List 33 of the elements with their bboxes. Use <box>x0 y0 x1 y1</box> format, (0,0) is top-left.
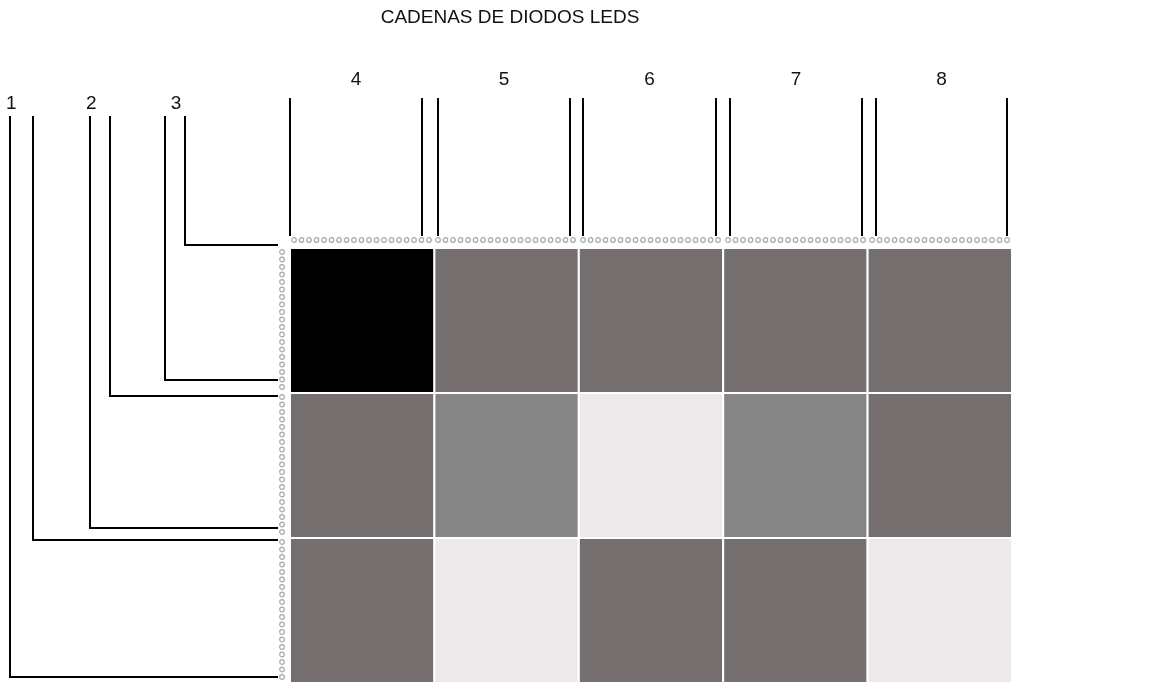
wire-line <box>421 97 423 237</box>
wire-line <box>289 97 291 237</box>
wire-line <box>32 115 279 541</box>
wire-line <box>729 97 731 237</box>
wire-line <box>109 115 279 397</box>
led-chain <box>579 236 724 244</box>
wire-line <box>9 115 279 678</box>
diagram-title: CADENAS DE DIODOS LEDS <box>379 6 641 28</box>
wire-line <box>1006 97 1008 237</box>
led-chain <box>278 248 286 393</box>
wire-line <box>89 115 279 529</box>
chain-number: 5 <box>498 68 510 90</box>
chain-number: 3 <box>170 92 182 114</box>
chain-number: 8 <box>936 68 947 90</box>
led-chain <box>290 236 434 244</box>
chain-number: 7 <box>790 68 802 90</box>
chain-number: 6 <box>644 68 655 90</box>
wire-line <box>184 115 279 246</box>
wire-line <box>437 97 439 237</box>
led-chain <box>724 236 868 244</box>
led-chain <box>278 538 286 683</box>
chain-number: 1 <box>6 92 17 114</box>
chain-number: 4 <box>350 68 362 90</box>
chain-number: 2 <box>86 92 97 114</box>
wire-line <box>875 97 877 237</box>
led-chain <box>278 393 286 538</box>
wire-line <box>164 115 279 381</box>
wire-line <box>582 97 584 237</box>
led-chain <box>434 236 579 244</box>
wire-line <box>715 97 717 237</box>
led-chain <box>868 236 1013 244</box>
wire-line <box>569 97 571 237</box>
wire-line <box>861 97 863 237</box>
